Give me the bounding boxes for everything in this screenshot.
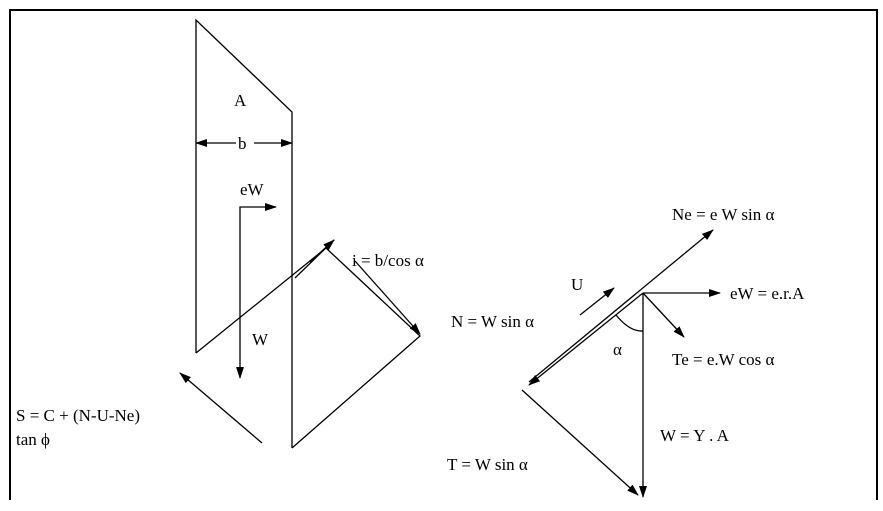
label-shear-line2: tan ϕ: [16, 430, 50, 449]
slice-base: [195, 247, 421, 449]
label-horizontal-force: eW: [240, 180, 265, 199]
label-shear-line1: S = C + (N-U-Ne): [16, 406, 140, 425]
ew-arrow: [239, 203, 277, 300]
force-polygon: Ne = e W sin α U N = W sin α eW = e.r.A …: [447, 205, 805, 498]
label-uplift: U: [571, 275, 583, 294]
te-arrow: [642, 292, 685, 338]
t-arrow: [521, 389, 639, 496]
label-te-force: Te = e.W cos α: [672, 350, 775, 369]
label-base-length: i = b/cos α: [352, 251, 424, 270]
label-weight: W: [252, 330, 269, 349]
figure-frame: [9, 9, 878, 500]
normal-direction-arrow: [528, 292, 644, 386]
uplift-arrow: [579, 287, 615, 316]
label-t-force: T = W sin α: [447, 455, 528, 474]
ne-arrow: [528, 229, 714, 383]
label-angle: α: [613, 340, 622, 359]
base-dim-arrow-up: [309, 239, 335, 263]
shear-arrow: [179, 372, 263, 444]
label-ne-force: Ne = e W sin α: [672, 205, 774, 224]
label-width: b: [238, 134, 247, 153]
base-dim-arrow-down: [354, 260, 421, 335]
label-w-vector: W = Y . A: [660, 426, 730, 445]
label-ew-force: eW = e.r.A: [730, 284, 805, 303]
angle-arc: [615, 314, 644, 332]
slice-figure: A b eW W i = b/cos α S = C + (N-U-Ne) ta…: [16, 18, 424, 449]
label-slice-area: A: [234, 91, 247, 110]
slice-outline: [195, 18, 293, 448]
label-normal-force: N = W sin α: [451, 312, 534, 331]
